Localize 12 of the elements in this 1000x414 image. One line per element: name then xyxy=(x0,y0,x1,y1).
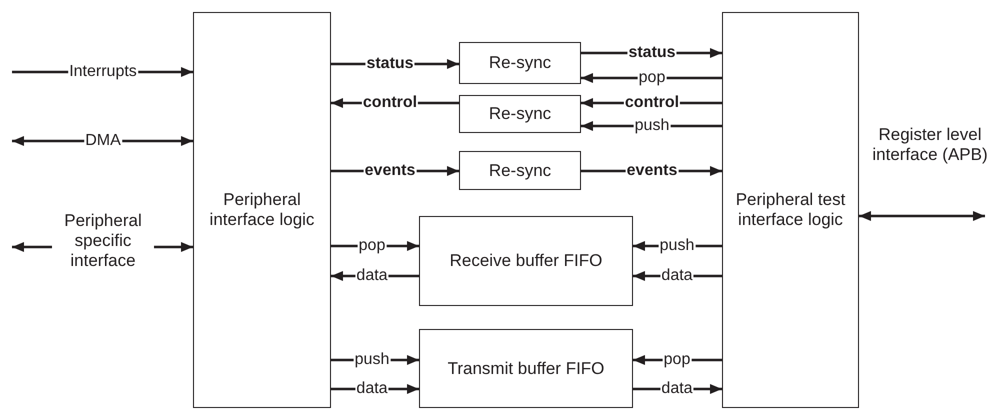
buffer-box: Transmit buffer FIFO xyxy=(419,329,633,408)
edge-label: push xyxy=(354,351,390,369)
logic-block: Peripheral interface logic xyxy=(193,12,331,408)
arrow xyxy=(859,211,985,221)
edge-label: push xyxy=(658,237,696,255)
edge-label: push xyxy=(634,117,670,135)
logic-block: Peripheral test interface logic xyxy=(722,12,859,408)
edge-label: Interrupts xyxy=(68,63,138,81)
resync-block: Re-sync xyxy=(459,95,581,133)
resync-block: Re-sync xyxy=(459,42,581,84)
buffer-box: Receive buffer FIFO xyxy=(419,216,633,306)
resync-block: Re-sync xyxy=(459,151,581,190)
